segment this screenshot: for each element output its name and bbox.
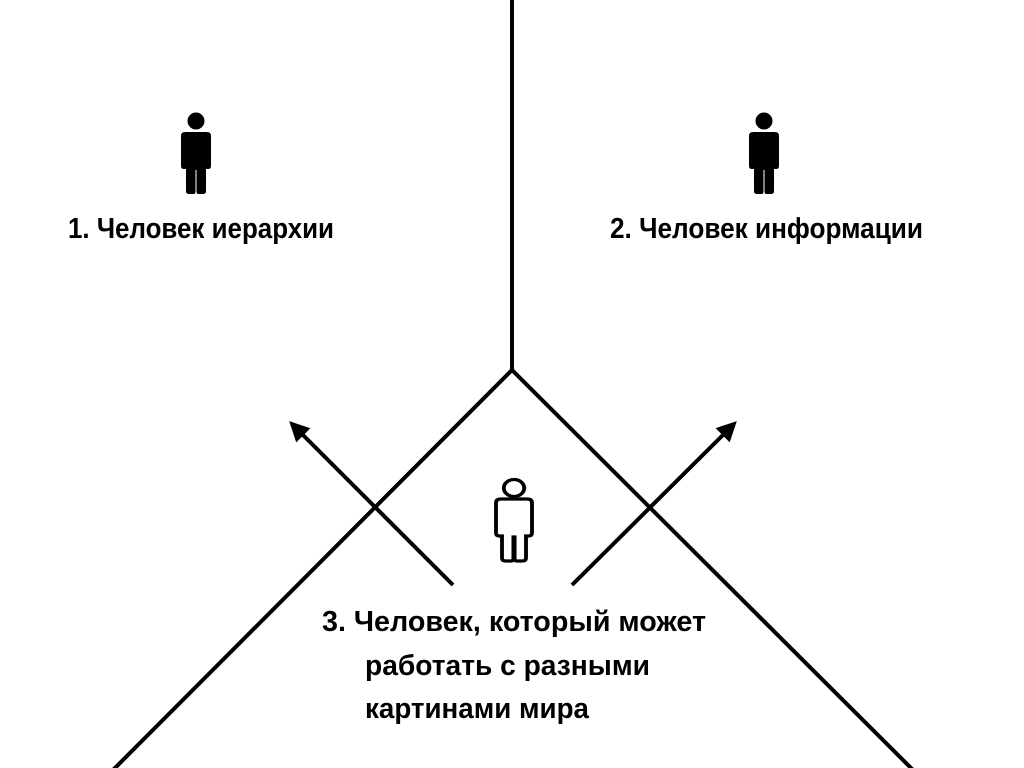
person-filled-icon bbox=[181, 112, 211, 194]
person-outline-icon bbox=[494, 477, 534, 563]
label-multi-line2: работать с разными bbox=[365, 650, 650, 682]
divider-chevron bbox=[112, 367, 914, 768]
label-multi-line1: 3. Человек, который может bbox=[322, 606, 706, 638]
arrow-right bbox=[570, 421, 737, 587]
arrow-left bbox=[289, 421, 455, 587]
label-multi-line3: картинами мира bbox=[365, 693, 590, 725]
label-hierarchy: 1. Человек иерархии bbox=[68, 213, 334, 245]
person-filled-icon bbox=[749, 112, 779, 194]
label-information: 2. Человек информации bbox=[610, 213, 923, 245]
